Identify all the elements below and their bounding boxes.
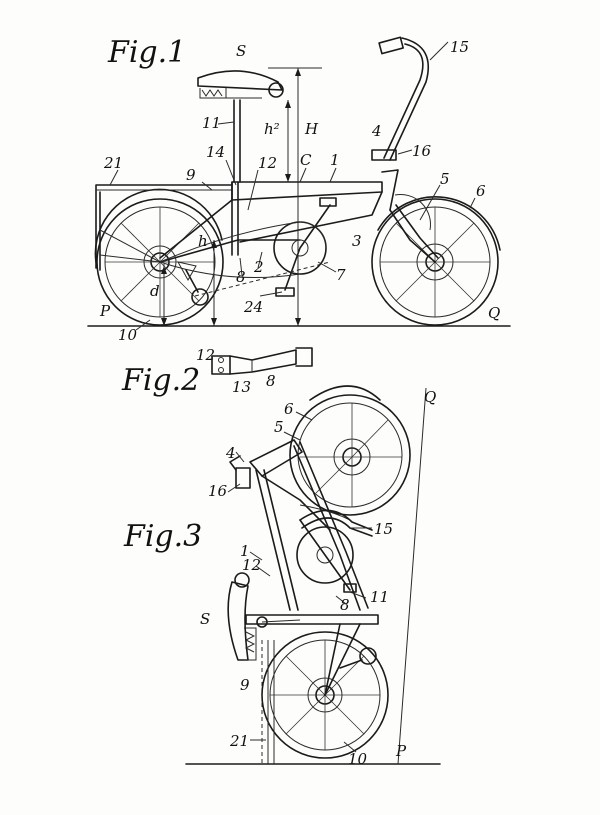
fig3-label-4: 4 <box>225 444 236 462</box>
fig1-label-6: 6 <box>476 182 486 200</box>
fig1-label-7: 7 <box>336 266 346 284</box>
fig3-label-5: 5 <box>274 418 284 436</box>
fig3-lower-wheel <box>261 631 389 759</box>
fig3-label-21: 21 <box>229 732 249 750</box>
fig3-leader-lines <box>227 411 372 753</box>
fig3-label-Q: Q <box>424 388 436 406</box>
fig3-label-1: 1 <box>240 542 250 560</box>
fig1-label-1: 1 <box>330 151 340 169</box>
fig1-label-h2: h² <box>264 120 280 138</box>
fig2-title: Fig.2 <box>121 363 200 398</box>
fig1-label-16: 16 <box>412 142 432 160</box>
fig1-label-4: 4 <box>371 122 382 140</box>
fig1-label-8: 8 <box>236 268 246 286</box>
fig3-label-12: 12 <box>242 556 261 574</box>
fig1-saddle <box>197 70 284 99</box>
fig3-label-10: 10 <box>348 750 368 768</box>
fig1-label-d: d <box>150 282 160 300</box>
fig3-saddle <box>227 572 301 661</box>
fig1-label-21: 21 <box>103 154 123 172</box>
fig3-envelope-right <box>397 387 427 765</box>
fig3-label-P: P <box>395 742 407 760</box>
fig1-label-9: 9 <box>186 166 196 184</box>
fig1-dimensions <box>161 67 322 326</box>
fig3-label-8: 8 <box>340 596 350 614</box>
fig1-front-wheel <box>371 196 501 326</box>
fig1-label-C: C <box>300 151 312 169</box>
fig1-leader-lines <box>109 41 476 331</box>
fig2-label-12: 12 <box>196 346 215 364</box>
fig3-label-16: 16 <box>208 482 228 500</box>
fig3-handlebar <box>229 455 373 537</box>
fig3-stand <box>267 640 377 764</box>
fig3-label-6: 6 <box>284 400 294 418</box>
fig3-label-9: 9 <box>240 676 250 694</box>
fig1-label-Q: Q <box>488 304 500 322</box>
fig2-label-13: 13 <box>232 378 251 396</box>
figure-1: Fig.1 <box>87 35 511 344</box>
fig1-label-24: 24 <box>243 298 263 316</box>
fig3-label-15: 15 <box>374 520 393 538</box>
fig1-label-2: 2 <box>253 258 264 276</box>
figure-3: Fig.3 <box>123 385 441 768</box>
fig1-labels: S h² H C 1 11 14 12 9 21 h 8 2 d 24 7 3 … <box>99 38 500 344</box>
fig2-label-8: 8 <box>266 372 276 390</box>
fig1-crank <box>159 197 337 297</box>
fig1-handlebar <box>371 36 430 161</box>
fig1-label-15: 15 <box>450 38 469 56</box>
fig1-title: Fig.1 <box>107 35 186 70</box>
fig1-label-S: S <box>236 42 246 60</box>
fig3-upper-wheel <box>289 385 411 516</box>
figure-2: Fig.2 12 13 8 <box>121 346 313 398</box>
fig3-title: Fig.3 <box>123 519 202 554</box>
fig1-label-P: P <box>99 302 111 320</box>
fig3-label-11: 11 <box>370 588 389 606</box>
fig3-frame <box>245 439 379 696</box>
fig1-label-11: 11 <box>202 114 221 132</box>
fig3-labels: Q 6 5 4 16 15 1 12 8 11 S 9 21 10 P <box>200 388 436 768</box>
fig3-label-S: S <box>200 610 210 628</box>
fig1-frame <box>159 99 439 263</box>
fig1-label-H: H <box>304 120 319 138</box>
fig1-label-h: h <box>198 232 208 250</box>
fig1-label-14: 14 <box>206 143 225 161</box>
fig1-label-12: 12 <box>258 154 277 172</box>
fig1-label-10: 10 <box>118 326 138 344</box>
fig1-label-3: 3 <box>352 232 362 250</box>
fig1-carrier-rack <box>95 184 233 271</box>
fig1-label-5: 5 <box>440 170 450 188</box>
fig1-stand <box>177 261 209 306</box>
